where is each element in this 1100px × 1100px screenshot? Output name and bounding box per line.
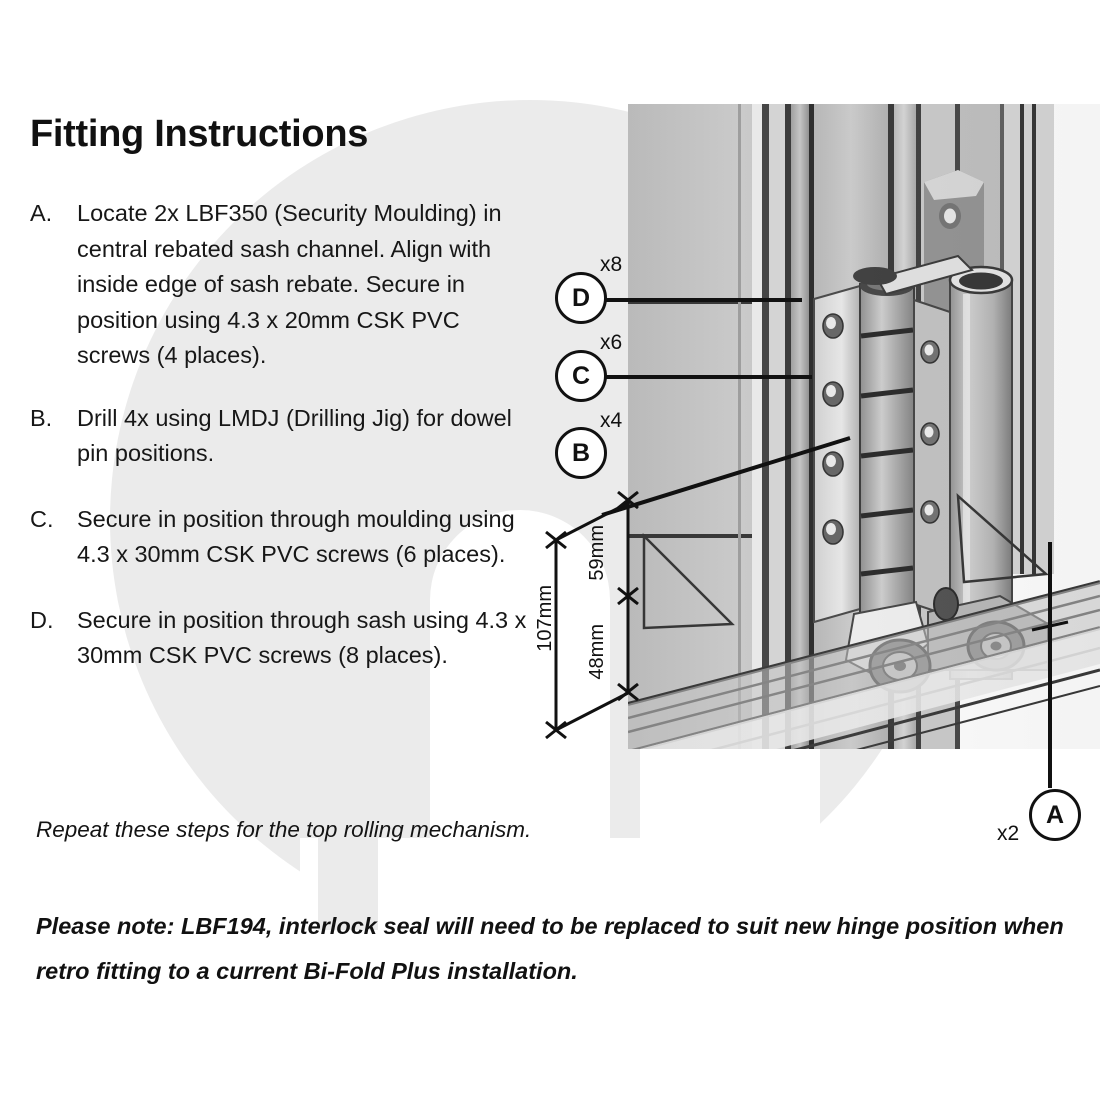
dimension-lines <box>545 490 639 740</box>
repeat-note: Repeat these steps for the top rolling m… <box>36 817 532 842</box>
instruction-list: A. Locate 2x LBF350 (Security Moulding) … <box>30 196 530 701</box>
callout-c-letter: C <box>571 361 591 390</box>
dimension-107mm: 107mm <box>534 585 556 652</box>
step-key: D. <box>30 606 54 633</box>
step-key: C. <box>30 505 54 532</box>
please-note: Please note: LBF194, interlock seal will… <box>36 913 1064 984</box>
dimension-59mm: 59mm <box>586 525 608 581</box>
step-text: Secure in position through moulding usin… <box>77 505 515 568</box>
list-item: C. Secure in position through moulding u… <box>30 502 530 573</box>
list-item: D. Secure in position through sash using… <box>30 603 530 674</box>
callout-b-qty: x4 <box>600 409 623 432</box>
callout-c: C <box>555 350 607 402</box>
list-item: B. Drill 4x using LMDJ (Drilling Jig) fo… <box>30 401 530 472</box>
step-key: A. <box>30 200 53 226</box>
page-title: Fitting Instructions <box>30 113 369 155</box>
callout-a: A <box>1029 789 1081 841</box>
leader-line-b <box>601 436 851 517</box>
leader-line-a <box>1031 542 1069 788</box>
callout-a-qty: x2 <box>997 822 1020 845</box>
leader-line-d <box>602 298 802 302</box>
callout-d-letter: D <box>571 283 591 312</box>
leader-line-c <box>602 375 812 379</box>
door-mechanism-photo <box>628 104 1100 749</box>
callout-a-letter: A <box>1045 800 1065 829</box>
step-text: Drill 4x using LMDJ (Drilling Jig) for d… <box>77 404 512 467</box>
list-item: A. Locate 2x LBF350 (Security Moulding) … <box>30 196 530 374</box>
step-text: Secure in position through sash using 4.… <box>77 606 527 669</box>
callout-b: B <box>555 427 607 479</box>
dimension-48mm: 48mm <box>586 624 608 680</box>
callout-d-qty: x8 <box>600 253 623 276</box>
step-text: Locate 2x LBF350 (Security Moulding) in … <box>77 200 502 368</box>
callout-c-qty: x6 <box>600 331 623 354</box>
step-key: B. <box>30 404 53 431</box>
callout-b-letter: B <box>571 438 591 467</box>
callout-d: D <box>555 272 607 324</box>
